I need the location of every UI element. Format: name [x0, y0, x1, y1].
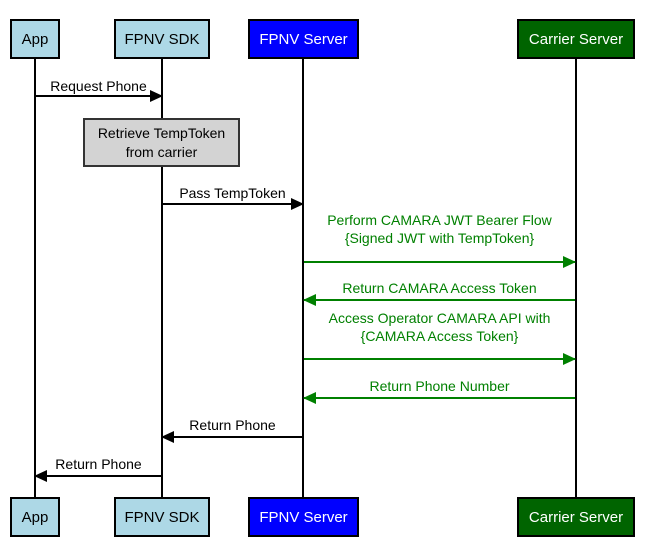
lifeline-fpnv-server — [302, 59, 304, 497]
arrow-access-camara-api — [304, 353, 576, 365]
actor-fpnv-server-bottom: FPNV Server — [248, 497, 359, 537]
actor-app-label: App — [21, 508, 49, 526]
message-label-pass-temptoken: Pass TempToken — [179, 185, 286, 201]
lifeline-fpnv-sdk — [161, 59, 163, 497]
actor-app-label: App — [21, 30, 49, 48]
lifeline-carrier-server — [575, 59, 577, 497]
arrow-return-phone-number — [303, 392, 575, 404]
jwt-bearer-flow-line-2: {Signed JWT with TempToken} — [344, 230, 535, 246]
arrow-return-phone-to-sdk — [161, 431, 303, 443]
actor-fpnv-sdk-label: FPNV SDK — [124, 508, 200, 526]
access-camara-api-line-1: Access Operator CAMARA API with — [328, 310, 551, 326]
actor-fpnv-sdk-bottom: FPNV SDK — [114, 497, 210, 537]
actor-app-bottom: App — [10, 497, 60, 537]
message-label-return-phone-number: Return Phone Number — [369, 378, 510, 394]
message-label-jwt-bearer-flow: Perform CAMARA JWT Bearer Flow {Signed J… — [303, 211, 576, 247]
lifeline-app — [34, 59, 36, 497]
message-label-request-phone: Request Phone — [50, 78, 147, 94]
message-label-return-access-token: Return CAMARA Access Token — [342, 280, 537, 296]
actor-carrier-server-top: Carrier Server — [517, 19, 635, 59]
arrow-return-phone-to-app — [34, 470, 162, 482]
activity-line-1: Retrieve TempToken — [97, 124, 226, 141]
access-camara-api-line-2: {CAMARA Access Token} — [360, 328, 519, 344]
jwt-bearer-flow-line-1: Perform CAMARA JWT Bearer Flow — [327, 212, 552, 228]
activity-retrieve-temptoken: Retrieve TempToken from carrier — [83, 118, 240, 167]
actor-carrier-server-label: Carrier Server — [528, 30, 624, 48]
arrow-jwt-bearer-flow — [304, 256, 576, 268]
message-label-access-camara-api: Access Operator CAMARA API with {CAMARA … — [303, 309, 576, 345]
actor-fpnv-sdk-top: FPNV SDK — [114, 19, 210, 59]
actor-fpnv-sdk-label: FPNV SDK — [124, 30, 200, 48]
actor-carrier-server-label: Carrier Server — [528, 508, 624, 526]
message-label-return-phone-to-app: Return Phone — [55, 456, 142, 472]
actor-fpnv-server-label: FPNV Server — [259, 508, 348, 526]
activity-line-2: from carrier — [125, 143, 198, 160]
actor-fpnv-server-label: FPNV Server — [259, 30, 348, 48]
actor-app-top: App — [10, 19, 60, 59]
message-label-return-phone-to-sdk: Return Phone — [189, 417, 276, 433]
actor-fpnv-server-top: FPNV Server — [248, 19, 359, 59]
arrow-request-phone — [35, 90, 163, 102]
actor-carrier-server-bottom: Carrier Server — [517, 497, 635, 537]
arrow-pass-temptoken — [162, 198, 304, 210]
arrow-return-access-token — [303, 294, 575, 306]
